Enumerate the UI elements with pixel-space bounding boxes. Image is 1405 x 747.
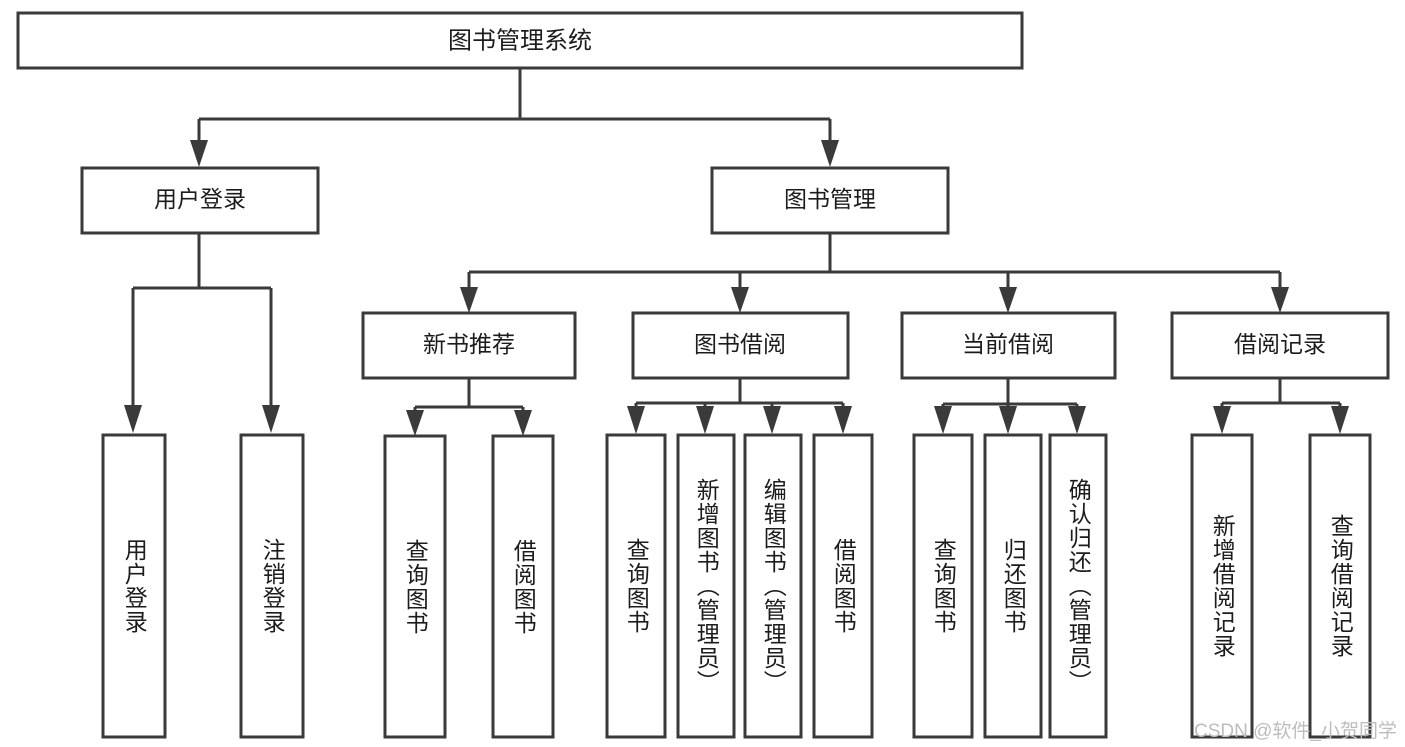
arrow-head-currentborrow bbox=[999, 287, 1017, 313]
node-book-management[interactable]: 图书管理 bbox=[710, 166, 950, 235]
arrow-head-borrowrecord bbox=[1271, 287, 1289, 313]
arrow-head-login bbox=[190, 140, 208, 167]
node-new-book-recommend-box[interactable] bbox=[361, 311, 577, 380]
arrow-head-bookborrow-leaf1 bbox=[627, 406, 645, 434]
node-user-login[interactable]: 用户登录 bbox=[80, 166, 320, 235]
node-root-box[interactable] bbox=[16, 11, 1024, 70]
node-book-management-label: 图书管理 bbox=[784, 186, 876, 212]
node-current-borrow[interactable]: 当前借阅 bbox=[900, 311, 1117, 380]
arrow-head-currentborrow-leaf1 bbox=[934, 406, 952, 434]
node-book-borrow[interactable]: 图书借阅 bbox=[631, 311, 850, 380]
node-current-borrow-label: 当前借阅 bbox=[962, 331, 1054, 357]
leaf-box-new-book-1[interactable] bbox=[383, 434, 447, 739]
leaf-box-current-borrow-1[interactable] bbox=[912, 433, 974, 739]
arrow-head-bookborrow-leaf2 bbox=[696, 406, 714, 434]
arrow-head-bookborrow-leaf3 bbox=[763, 406, 781, 434]
arrow-head-borrowrecord-leaf1 bbox=[1213, 406, 1231, 434]
node-user-login-box[interactable] bbox=[80, 166, 320, 235]
arrow-head-currentborrow-leaf3 bbox=[1068, 406, 1086, 434]
connector-group bbox=[124, 68, 1349, 436]
leaf-box-new-book-2[interactable] bbox=[491, 434, 555, 739]
leaf-box-user-login-1[interactable] bbox=[101, 433, 167, 739]
arrow-head-newbook-leaf2 bbox=[514, 410, 532, 436]
arrow-head-bookborrow-leaf4 bbox=[834, 406, 852, 434]
arrow-head-borrowrecord-leaf2 bbox=[1331, 406, 1349, 434]
node-borrow-record[interactable]: 借阅记录 bbox=[1170, 311, 1390, 380]
leaf-box-current-borrow-3[interactable] bbox=[1048, 433, 1108, 739]
watermark-text: CSDN @软件_小贺同学 bbox=[1194, 721, 1397, 742]
arrow-head-login-leaf1 bbox=[124, 405, 142, 433]
node-group: 图书管理系统 用户登录 图书管理 新书推荐 图书借阅 当前 bbox=[16, 11, 1390, 739]
leaf-box-book-borrow-3[interactable] bbox=[743, 433, 803, 739]
leaf-box-current-borrow-2[interactable] bbox=[983, 433, 1043, 739]
arrow-head-currentborrow-leaf2 bbox=[999, 406, 1017, 434]
arrow-head-newbook-leaf1 bbox=[406, 410, 424, 436]
leaf-box-book-borrow-1[interactable] bbox=[605, 433, 667, 739]
arrow-head-bookborrow bbox=[731, 287, 749, 313]
arrow-head-login-leaf2 bbox=[262, 405, 280, 433]
node-root-label: 图书管理系统 bbox=[448, 27, 592, 54]
node-new-book-recommend[interactable]: 新书推荐 bbox=[361, 311, 577, 380]
node-borrow-record-label: 借阅记录 bbox=[1234, 331, 1326, 357]
node-book-borrow-box[interactable] bbox=[631, 311, 850, 380]
leaf-box-user-login-2[interactable] bbox=[239, 433, 305, 739]
node-root[interactable]: 图书管理系统 bbox=[16, 11, 1024, 70]
node-borrow-record-box[interactable] bbox=[1170, 311, 1390, 380]
node-book-management-box[interactable] bbox=[710, 166, 950, 235]
arrow-head-newbook bbox=[460, 287, 478, 313]
node-current-borrow-box[interactable] bbox=[900, 311, 1117, 380]
leaf-box-borrow-record-1[interactable] bbox=[1190, 433, 1254, 739]
leaf-box-book-borrow-4[interactable] bbox=[812, 433, 874, 739]
leaf-box-book-borrow-2[interactable] bbox=[676, 433, 736, 739]
leaf-box-borrow-record-2[interactable] bbox=[1308, 433, 1372, 739]
arrow-head-bookmgmt bbox=[821, 140, 839, 167]
node-book-borrow-label: 图书借阅 bbox=[694, 331, 786, 357]
node-new-book-recommend-label: 新书推荐 bbox=[423, 331, 515, 357]
node-user-login-label: 用户登录 bbox=[154, 186, 246, 212]
